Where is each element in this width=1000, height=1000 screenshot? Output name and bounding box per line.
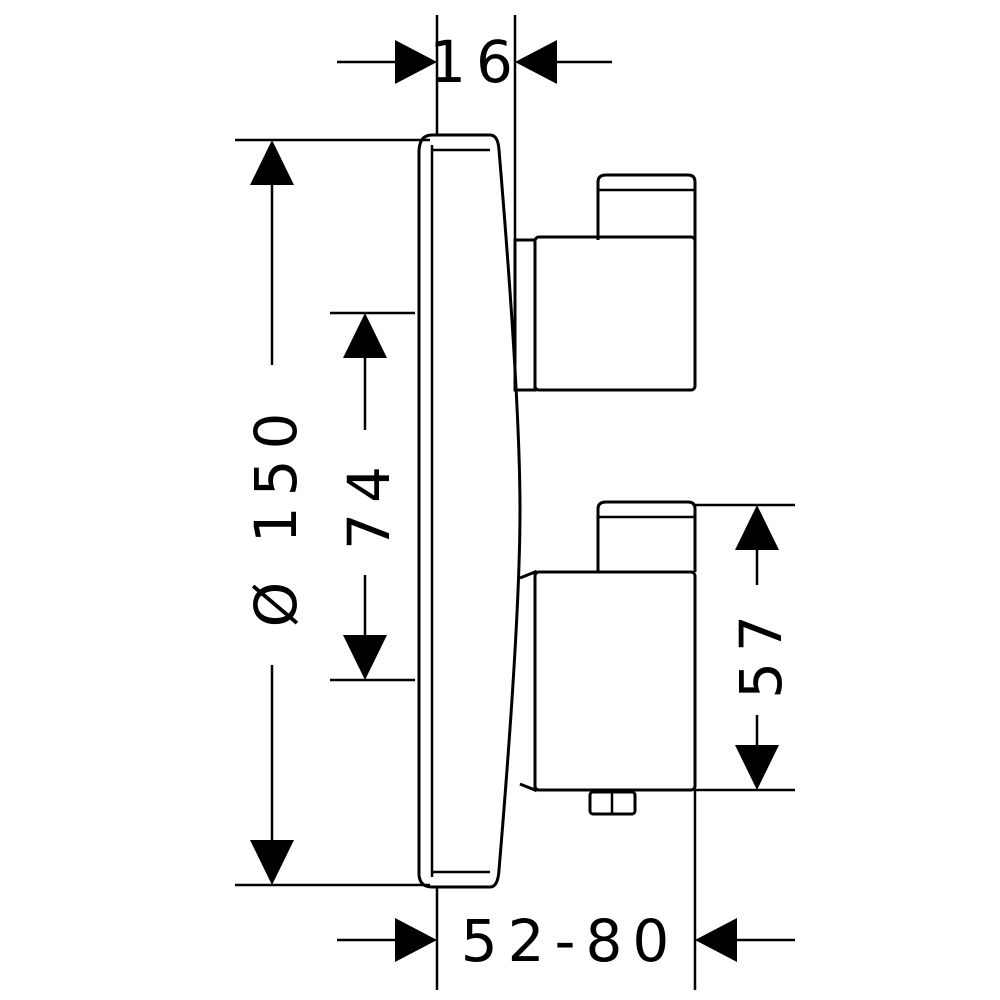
arrow-up-icon: [735, 505, 779, 550]
dimension-label-150: Ø 150: [242, 403, 310, 628]
dimension-label-52-80: 52-80: [461, 907, 680, 975]
dimension-label-16: 16: [429, 28, 523, 96]
dimension-label-74: 74: [335, 456, 403, 550]
arrow-down-icon: [343, 635, 387, 680]
cover-plate: [417, 133, 522, 889]
dimension-cover-depth: 16: [337, 15, 612, 240]
arrow-up-icon: [250, 140, 294, 185]
arrow-down-icon: [250, 840, 294, 885]
upper-handle: [513, 173, 697, 392]
arrow-up-icon: [343, 313, 387, 358]
arrow-left-icon: [695, 918, 737, 962]
dimension-handle-spacing: 74: [330, 311, 415, 682]
arrow-down-icon: [735, 745, 779, 790]
dimension-installation-depth: 52-80: [337, 790, 795, 990]
dimension-label-57: 57: [727, 605, 795, 699]
arrow-left-icon: [515, 40, 557, 84]
lower-handle: [519, 500, 697, 816]
arrow-right-icon: [395, 918, 437, 962]
dimension-diameter: Ø 150: [235, 138, 430, 887]
dimension-handle-height: 57: [695, 503, 795, 792]
arrow-right-icon: [395, 40, 437, 84]
